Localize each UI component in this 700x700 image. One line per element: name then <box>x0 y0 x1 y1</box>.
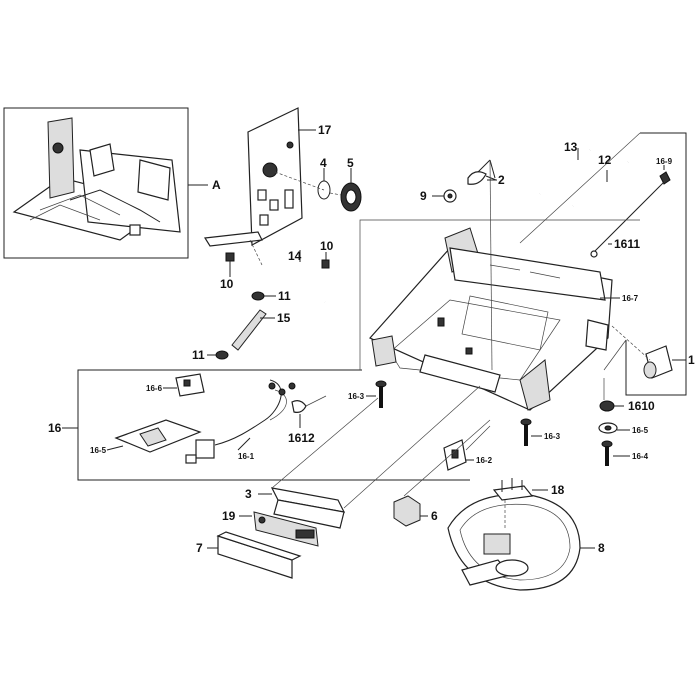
part-1-motor <box>611 325 686 379</box>
callout-19: 19 <box>222 509 236 523</box>
callout-16: 16 <box>48 421 62 435</box>
callout-16-5-left: 16-5 <box>90 446 107 455</box>
callout-15: 15 <box>277 311 291 325</box>
part-12-hose <box>571 159 630 209</box>
callout-5: 5 <box>347 156 354 170</box>
callout-7: 7 <box>196 541 203 555</box>
inset-a-drawing <box>12 117 181 241</box>
callout-6: 6 <box>431 509 438 523</box>
callout-16-3-left: 16-3 <box>348 392 365 401</box>
part-10-clips <box>225 252 330 277</box>
callout-16-5-right: 16-5 <box>632 426 649 435</box>
inset-a-frame <box>3 107 189 259</box>
part-9-clip <box>432 189 457 203</box>
callout-9: 9 <box>420 189 427 203</box>
callout-1: 1 <box>688 353 695 367</box>
callout-10-lower: 10 <box>220 277 234 291</box>
callout-16-3-right: 16-3 <box>544 432 561 441</box>
part-19-board <box>239 511 319 547</box>
part-6-block <box>393 419 491 527</box>
part-3-panel <box>258 385 481 529</box>
part-4-ring <box>274 168 331 200</box>
callout-14: 14 <box>288 249 302 263</box>
base-assembly <box>369 227 613 411</box>
part-11-clips <box>207 291 276 360</box>
callout-3: 3 <box>245 487 252 501</box>
part-2-latch <box>467 159 497 371</box>
callout-12: 12 <box>598 153 612 167</box>
part-16-3-screws <box>366 380 542 446</box>
callout-13: 13 <box>564 140 578 154</box>
part-1610-nut <box>599 378 624 412</box>
part-17-panel <box>247 107 316 246</box>
callout-1612: 1612 <box>288 431 315 445</box>
callout-16-7: 16-7 <box>622 294 639 303</box>
part-14-rail <box>203 231 356 306</box>
part-16-9-cable <box>519 132 687 396</box>
callout-10-upper: 10 <box>320 239 334 253</box>
callout-16-9: 16-9 <box>656 157 673 166</box>
callout-8: 8 <box>598 541 605 555</box>
part-5-gear <box>329 168 362 212</box>
inset-a <box>3 107 208 259</box>
callout-16-1: 16-1 <box>238 452 255 461</box>
part-13-hose <box>538 147 593 197</box>
leader-lines <box>299 179 640 370</box>
callout-16-6: 16-6 <box>146 384 163 393</box>
callout-2: 2 <box>498 173 505 187</box>
part-16-group <box>62 369 470 481</box>
part-7-cover <box>207 531 302 579</box>
callout-1611: 1611 <box>614 237 640 251</box>
callout-labels: A 17 4 5 10 14 10 11 15 11 2 9 13 12 16-… <box>48 123 695 555</box>
callout-1610: 1610 <box>628 399 655 413</box>
callout-A: A <box>212 178 221 192</box>
part-16-5-foot <box>598 422 630 434</box>
callout-16-4: 16-4 <box>632 452 649 461</box>
part-15-shaft <box>231 309 275 351</box>
part-16-2-bracket <box>443 425 491 471</box>
callout-4: 4 <box>320 156 327 170</box>
callout-11-lower: 11 <box>192 348 205 362</box>
callout-16-2: 16-2 <box>476 456 493 465</box>
callout-11-upper: 11 <box>278 289 291 303</box>
callout-18: 18 <box>551 483 565 497</box>
part-8-tray <box>447 493 595 591</box>
part-16-4-screw <box>601 440 630 466</box>
part-18-fitting <box>492 478 548 530</box>
callout-17: 17 <box>318 123 332 137</box>
